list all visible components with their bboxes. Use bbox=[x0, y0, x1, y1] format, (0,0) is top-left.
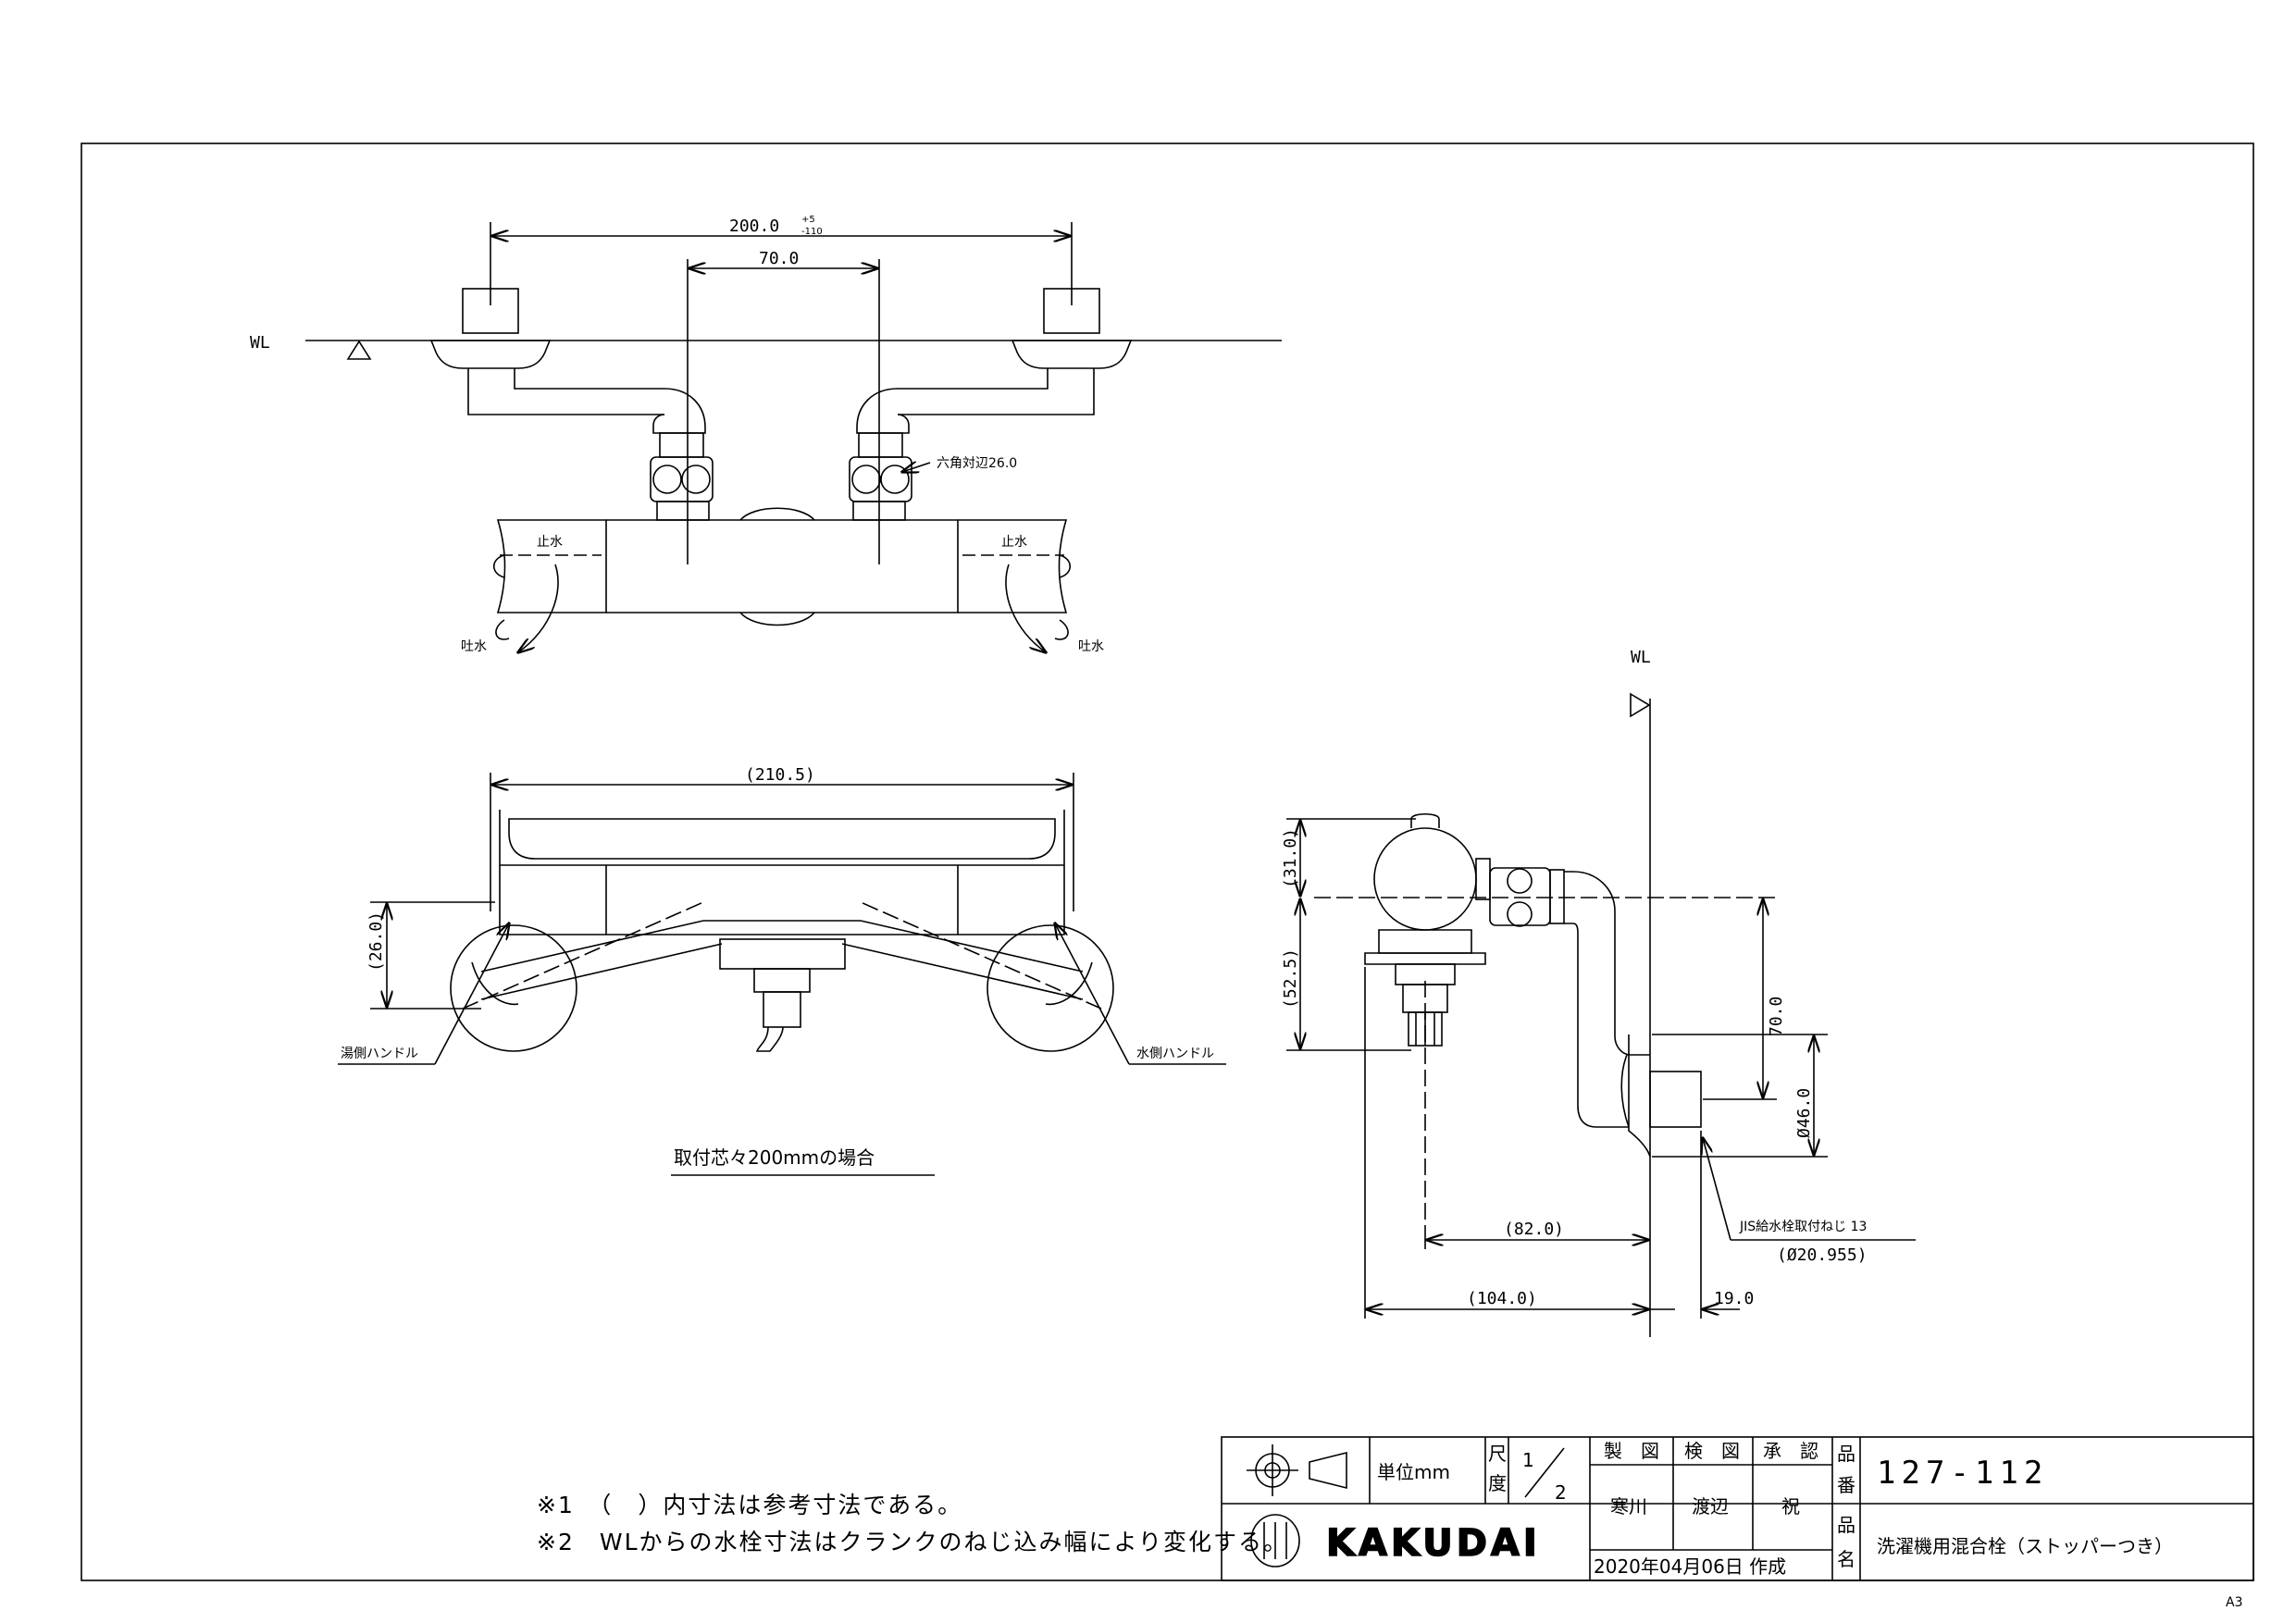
part-no-label-1: 品 bbox=[1837, 1443, 1855, 1465]
logo-text: KAKUDAI bbox=[1326, 1522, 1541, 1565]
approved-label: 承 認 bbox=[1763, 1440, 1818, 1462]
approved-by: 祝 bbox=[1781, 1495, 1800, 1518]
side-dim-104: (104.0) bbox=[1467, 1289, 1537, 1308]
side-dim-mid: (52.5) bbox=[1281, 948, 1300, 1009]
side-thread-dia: (Ø20.955) bbox=[1777, 1245, 1868, 1265]
front-dim-total-tol-plus: +5 bbox=[801, 215, 815, 225]
bottom-dim-height: (26.0) bbox=[366, 911, 386, 972]
part-name: 洗濯機用混合栓（ストッパーつき） bbox=[1877, 1535, 2173, 1557]
note-1: ※1 （ ）内寸法は参考寸法である。 bbox=[537, 1492, 962, 1518]
kakudai-logo: KAKUDAI bbox=[1250, 1514, 1541, 1567]
front-view: WL 200.0 +5 -110 70.0 bbox=[250, 215, 1282, 654]
notes: ※1 （ ）内寸法は参考寸法である。 ※2 WLからの水栓寸法はクランクのねじ込… bbox=[537, 1492, 1288, 1555]
scale-label-2: 度 bbox=[1488, 1472, 1507, 1494]
side-dim-dia: Ø46.0 bbox=[1794, 1088, 1814, 1138]
side-wl-label: WL bbox=[1631, 648, 1651, 667]
projection-symbol-icon bbox=[1247, 1444, 1347, 1496]
part-name-label-2: 名 bbox=[1837, 1548, 1855, 1570]
bottom-hot-handle: 湯側ハンドル bbox=[341, 1046, 418, 1061]
bottom-cold-handle: 水側ハンドル bbox=[1136, 1047, 1214, 1061]
front-spout-left: 吐水 bbox=[461, 639, 487, 654]
side-view: WL (31.0) (52.5) bbox=[1281, 648, 1916, 1337]
side-dim-82: (82.0) bbox=[1504, 1220, 1564, 1239]
front-stop-left: 止水 bbox=[537, 535, 563, 550]
front-dim-total: 200.0 bbox=[729, 217, 779, 236]
title-block: 単位mm 尺 度 1 2 製 図 検 図 承 認 寒川 渡辺 祝 2020年04… bbox=[1221, 1436, 2254, 1581]
scale-label-1: 尺 bbox=[1488, 1443, 1507, 1465]
side-dim-70: 70.0 bbox=[1767, 997, 1786, 1036]
front-wl-label: WL bbox=[250, 333, 270, 353]
unit-label: 単位mm bbox=[1377, 1461, 1450, 1483]
side-dim-top: (31.0) bbox=[1281, 828, 1300, 888]
drawing-border bbox=[81, 142, 2254, 1581]
front-hex-label: 六角対辺26.0 bbox=[937, 456, 1017, 471]
front-dim-total-tol-minus: -110 bbox=[801, 227, 823, 237]
scale-denominator: 2 bbox=[1555, 1481, 1567, 1504]
scale-numerator: 1 bbox=[1522, 1449, 1534, 1471]
bottom-view: (210.5) (26.0) 湯側ハンドル 水側ハンドル bbox=[338, 765, 1226, 1176]
part-name-label-1: 品 bbox=[1837, 1514, 1855, 1536]
part-no-label-2: 番 bbox=[1837, 1474, 1855, 1496]
side-dim-19: 19.0 bbox=[1714, 1289, 1754, 1308]
bottom-dim-width: (210.5) bbox=[745, 765, 815, 785]
front-dim-center: 70.0 bbox=[759, 249, 799, 268]
note-2: ※2 WLからの水栓寸法はクランクのねじ込み幅により変化する。 bbox=[537, 1529, 1288, 1555]
drawn-label: 製 図 bbox=[1604, 1440, 1659, 1462]
checked-label: 検 図 bbox=[1684, 1440, 1740, 1462]
sheet-size-label: A3 bbox=[2226, 1595, 2242, 1610]
bottom-caption: 取付芯々200mmの場合 bbox=[674, 1146, 875, 1169]
date-text: 2020年04月06日 作成 bbox=[1594, 1555, 1786, 1578]
front-spout-right: 吐水 bbox=[1078, 639, 1104, 654]
drawn-by: 寒川 bbox=[1610, 1495, 1647, 1518]
checked-by: 渡辺 bbox=[1692, 1495, 1729, 1518]
front-stop-right: 止水 bbox=[1001, 535, 1027, 550]
side-thread-label: JIS給水栓取付ねじ 13 bbox=[1739, 1220, 1867, 1234]
part-number: 127-112 bbox=[1877, 1455, 2048, 1492]
